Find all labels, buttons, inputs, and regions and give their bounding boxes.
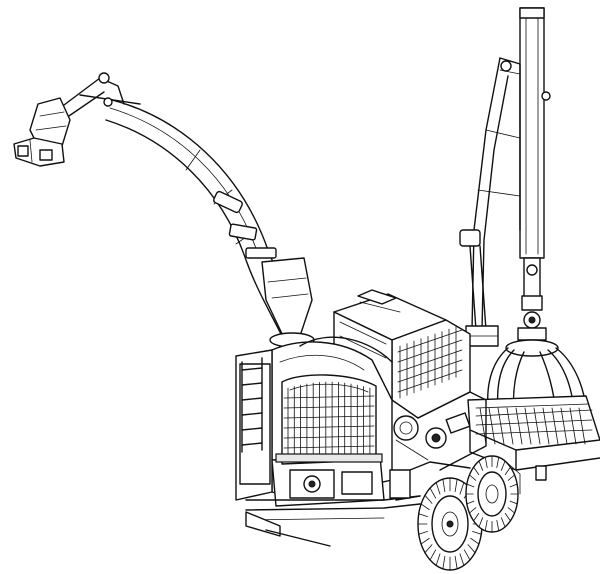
tire-tread xyxy=(435,482,441,495)
tire-tread xyxy=(496,456,500,468)
tire-tread xyxy=(420,537,430,545)
ladder-rung xyxy=(241,427,263,431)
louvre-rail xyxy=(397,329,463,353)
grille-rail xyxy=(283,425,375,429)
tire-tread xyxy=(507,507,515,514)
tire-tread xyxy=(496,520,500,532)
tire-tread xyxy=(484,520,488,532)
table-rail xyxy=(475,409,593,417)
radiator-grille xyxy=(275,374,383,465)
tire-tread xyxy=(509,500,518,505)
ladder-rung xyxy=(241,442,263,446)
tire-tread xyxy=(424,544,433,554)
table-bar xyxy=(497,407,505,445)
grille-rail xyxy=(283,435,375,439)
table-rail xyxy=(475,429,593,435)
ladder-rung xyxy=(241,412,263,416)
ladder-rung xyxy=(241,397,263,401)
tire-tread xyxy=(459,482,465,495)
tire-tread xyxy=(504,512,511,522)
wheels xyxy=(389,455,519,571)
tire-tread xyxy=(454,555,458,570)
ladder-rung xyxy=(241,382,263,386)
tire-tread xyxy=(470,537,480,545)
table-bar xyxy=(479,407,487,445)
tire-tread xyxy=(500,517,506,528)
discharge-chute xyxy=(13,72,315,348)
tire-tread xyxy=(463,549,471,561)
tire-tread xyxy=(442,478,446,493)
table-bar xyxy=(533,407,541,445)
tire-tread xyxy=(509,483,518,488)
table-bar xyxy=(551,407,559,445)
table-bar xyxy=(569,407,577,445)
tire-tread xyxy=(429,487,437,499)
tire-tread xyxy=(420,503,430,511)
tire-tread xyxy=(500,460,506,471)
tire-tread xyxy=(472,530,482,535)
tire-tread xyxy=(478,517,484,528)
table-rail xyxy=(475,419,593,426)
tire-tread xyxy=(435,553,441,566)
table-bar xyxy=(542,407,550,445)
grille-rail xyxy=(283,405,375,409)
table-bar xyxy=(524,407,532,445)
louvre-rail xyxy=(397,349,463,373)
tire-tread xyxy=(429,549,437,561)
table-bar xyxy=(560,407,568,445)
tire-tread xyxy=(504,466,511,476)
tire-tread xyxy=(459,553,465,566)
tire-tread xyxy=(467,544,476,554)
grille-rail xyxy=(283,445,375,449)
side-ladder xyxy=(241,357,263,453)
louvre-rail xyxy=(397,359,463,383)
tire-tread xyxy=(466,483,475,488)
louvre-rail xyxy=(397,369,463,393)
tire-tread xyxy=(418,513,428,518)
tire-tread xyxy=(424,494,433,504)
tire-tread xyxy=(418,530,428,535)
tire-tread xyxy=(469,507,477,514)
tire-tread xyxy=(454,478,458,493)
tire-tread xyxy=(507,474,515,481)
tire-tread xyxy=(442,555,446,570)
tire-tread xyxy=(484,456,488,468)
tire-tread xyxy=(466,500,475,505)
grille-rail xyxy=(283,415,375,419)
table-bar xyxy=(578,407,586,445)
table-bar xyxy=(488,407,496,445)
tire-tread xyxy=(473,512,480,522)
crane-boom xyxy=(459,7,551,347)
ladder-rung xyxy=(241,367,263,371)
tire-tread xyxy=(473,466,480,476)
grille-rail xyxy=(283,395,375,399)
louvre-rail xyxy=(397,339,463,363)
tire-tread xyxy=(478,460,484,471)
tire-tread xyxy=(469,474,477,481)
